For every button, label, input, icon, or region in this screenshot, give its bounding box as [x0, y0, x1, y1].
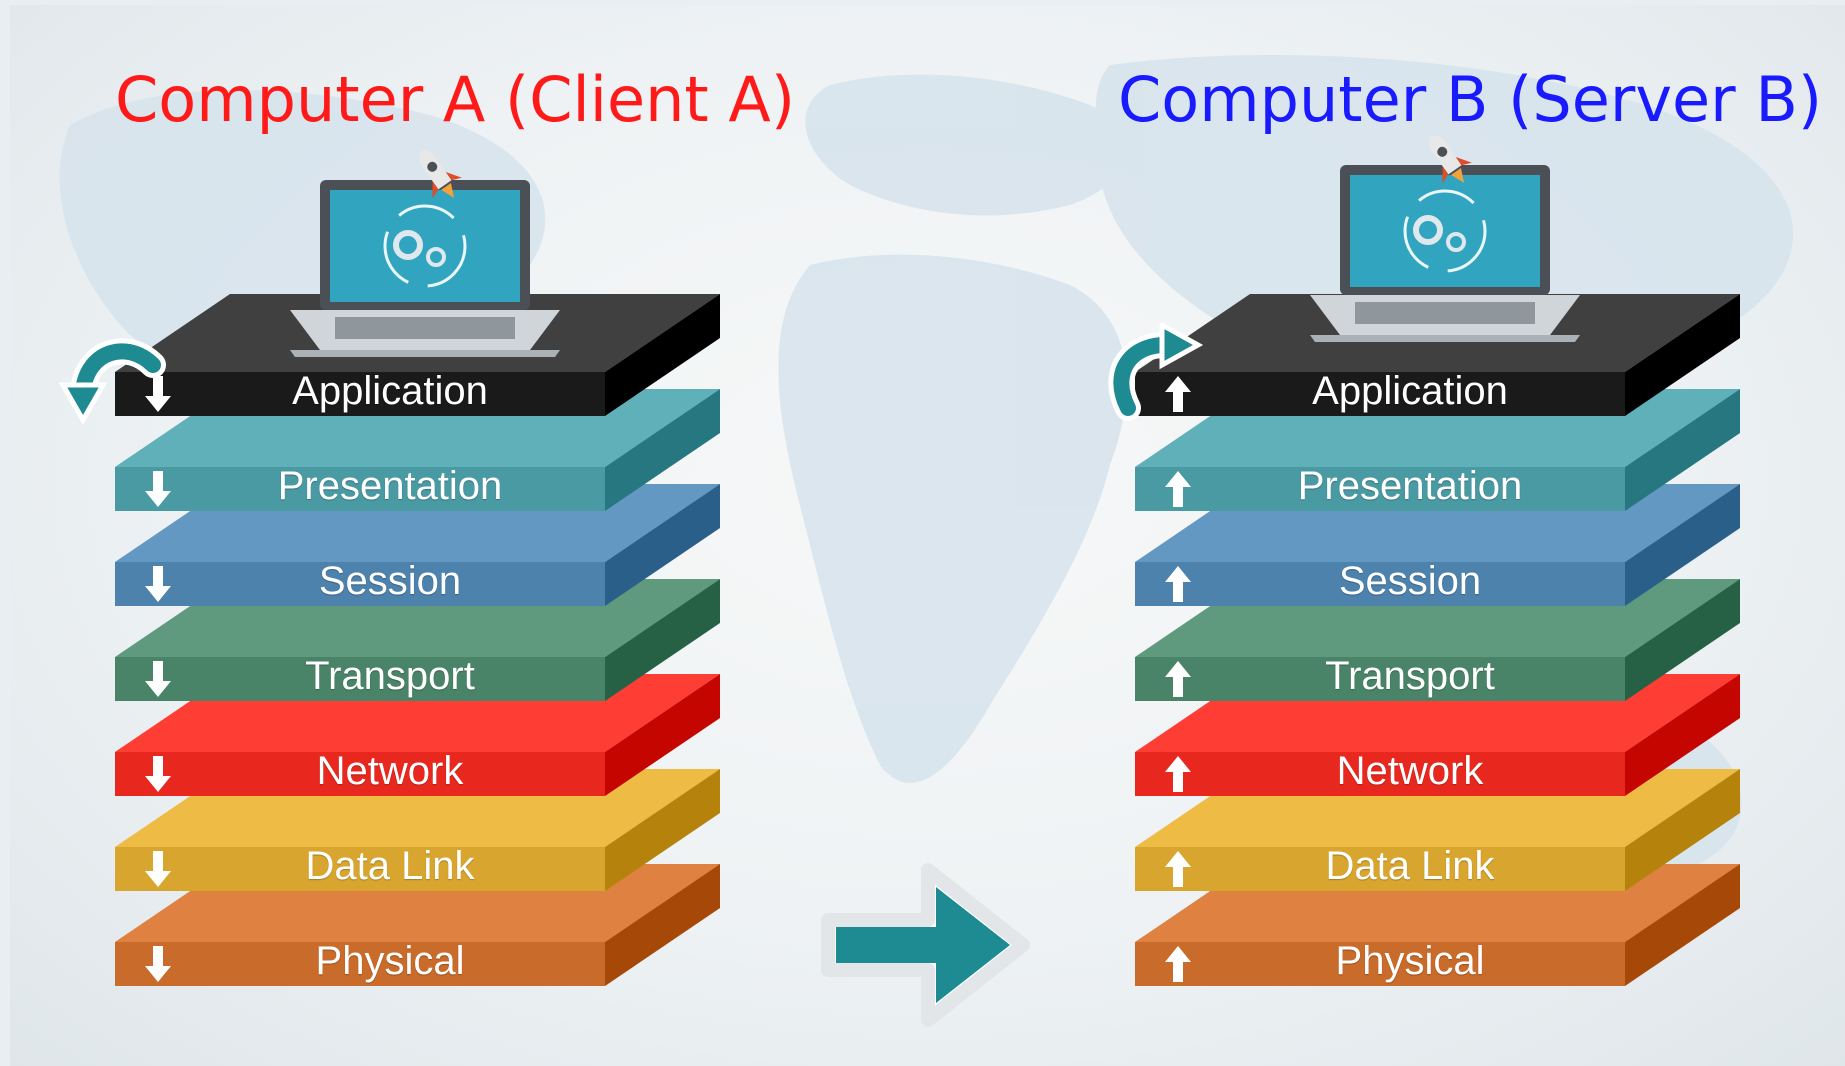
- arrow-up-icon: [1165, 661, 1191, 697]
- arrow-up-icon: [1165, 566, 1191, 602]
- arrow-up-icon: [1165, 851, 1191, 887]
- layer-label: Session: [318, 559, 462, 603]
- arrow-right-icon: [821, 863, 1030, 1027]
- laptop-icon: [290, 150, 560, 357]
- layer-label: Session: [1338, 559, 1482, 603]
- layer-label: Application: [292, 369, 488, 413]
- layer-label: Physical: [315, 939, 465, 983]
- rocket-icon: [419, 150, 462, 199]
- layer-label: Data Link: [305, 844, 475, 888]
- arrow-up-icon: [1165, 376, 1191, 412]
- osi-stacks: [115, 294, 1740, 986]
- rotate-arrow-icon: [1108, 323, 1204, 421]
- layer-label: Data Link: [1325, 844, 1495, 888]
- arrow-down-icon: [145, 661, 171, 697]
- layer-label: Presentation: [1297, 464, 1523, 508]
- layer-label: Transport: [305, 654, 475, 698]
- rotate-arrow-icon: [58, 338, 166, 426]
- layer-label: Network: [1336, 749, 1484, 793]
- layer-label: Presentation: [277, 464, 503, 508]
- arrow-up-icon: [1165, 471, 1191, 507]
- arrow-down-icon: [145, 851, 171, 887]
- diagram-frame: Computer A (Client A) Computer B (Server…: [10, 5, 1845, 1066]
- title-computer-b: Computer B (Server B): [1118, 63, 1823, 136]
- arrow-down-icon: [145, 756, 171, 792]
- arrow-up-icon: [1165, 756, 1191, 792]
- rocket-icon: [1429, 135, 1472, 184]
- layer-label: Network: [316, 749, 464, 793]
- laptop-icon: [1310, 135, 1580, 342]
- layer-label: Application: [1312, 369, 1508, 413]
- arrow-up-icon: [1165, 946, 1191, 982]
- arrow-down-icon: [145, 471, 171, 507]
- layer-label: Transport: [1325, 654, 1495, 698]
- title-computer-a: Computer A (Client A): [115, 63, 796, 136]
- arrow-down-icon: [145, 946, 171, 982]
- arrow-down-icon: [145, 566, 171, 602]
- arrow-down-icon: [145, 376, 171, 412]
- layer-label: Physical: [1335, 939, 1485, 983]
